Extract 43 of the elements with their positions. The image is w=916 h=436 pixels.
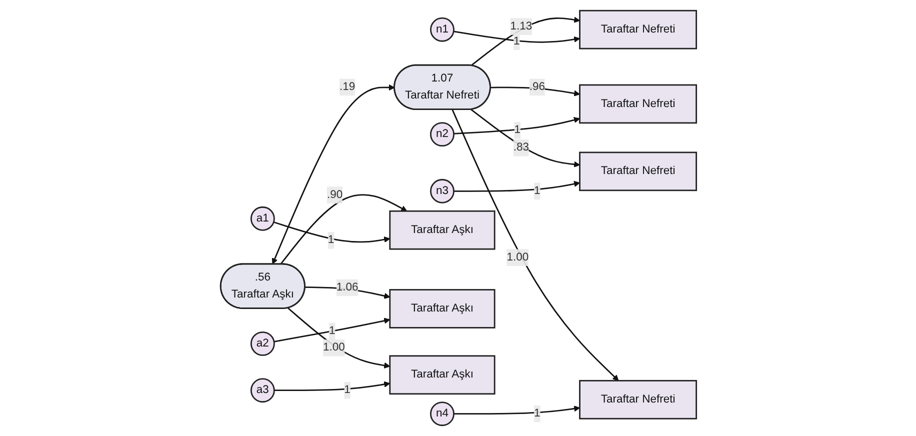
edge-label: 1.13	[510, 20, 532, 32]
arrow	[272, 221, 390, 243]
node-box: Taraftar Aşkı	[388, 355, 495, 395]
edge-label: 1	[344, 384, 350, 396]
edge-label: 1.00	[322, 342, 344, 354]
edge-label: .90	[326, 188, 342, 201]
arrow	[280, 194, 407, 265]
arrow	[271, 84, 394, 264]
edge-label: 1.06	[336, 281, 358, 294]
node-circle: n3	[430, 178, 454, 204]
arrow	[453, 180, 580, 192]
node-circle: a3	[250, 378, 274, 403]
node-box: Taraftar Nefreti	[578, 380, 697, 420]
edge-label: .19	[339, 80, 355, 93]
edge-label: 1	[534, 408, 540, 420]
edge-label: .96	[528, 80, 545, 93]
edge-label: 1	[327, 234, 334, 246]
edge-label: 1	[514, 124, 520, 136]
node-circle: n1	[430, 17, 454, 42]
edge-label: 1	[328, 324, 335, 337]
node-circle: n2	[430, 122, 454, 147]
node-circle: n4	[430, 402, 454, 426]
arrow	[470, 108, 580, 168]
arrow	[273, 318, 390, 342]
edge-label: 1	[534, 184, 540, 197]
edge-label: .83	[512, 142, 528, 154]
node-box: Taraftar Aşkı	[388, 289, 495, 328]
node-box: Taraftar Aşkı	[388, 210, 495, 250]
arrow	[451, 109, 618, 381]
arrow	[286, 307, 390, 368]
edge-label: 1.00	[506, 251, 528, 264]
arrow	[490, 86, 580, 96]
arrow	[453, 406, 580, 415]
arrow	[274, 381, 390, 392]
node-box: Taraftar Nefreti	[578, 152, 697, 192]
arrow	[470, 16, 580, 66]
node-circle: a2	[250, 331, 274, 356]
node-circle: a1	[250, 206, 274, 231]
edge-label: 1	[513, 35, 520, 48]
node-box: Taraftar Nefreti	[578, 84, 697, 124]
arrow	[453, 116, 580, 134]
arrow	[453, 30, 580, 43]
node-box: Taraftar Nefreti	[578, 10, 697, 50]
